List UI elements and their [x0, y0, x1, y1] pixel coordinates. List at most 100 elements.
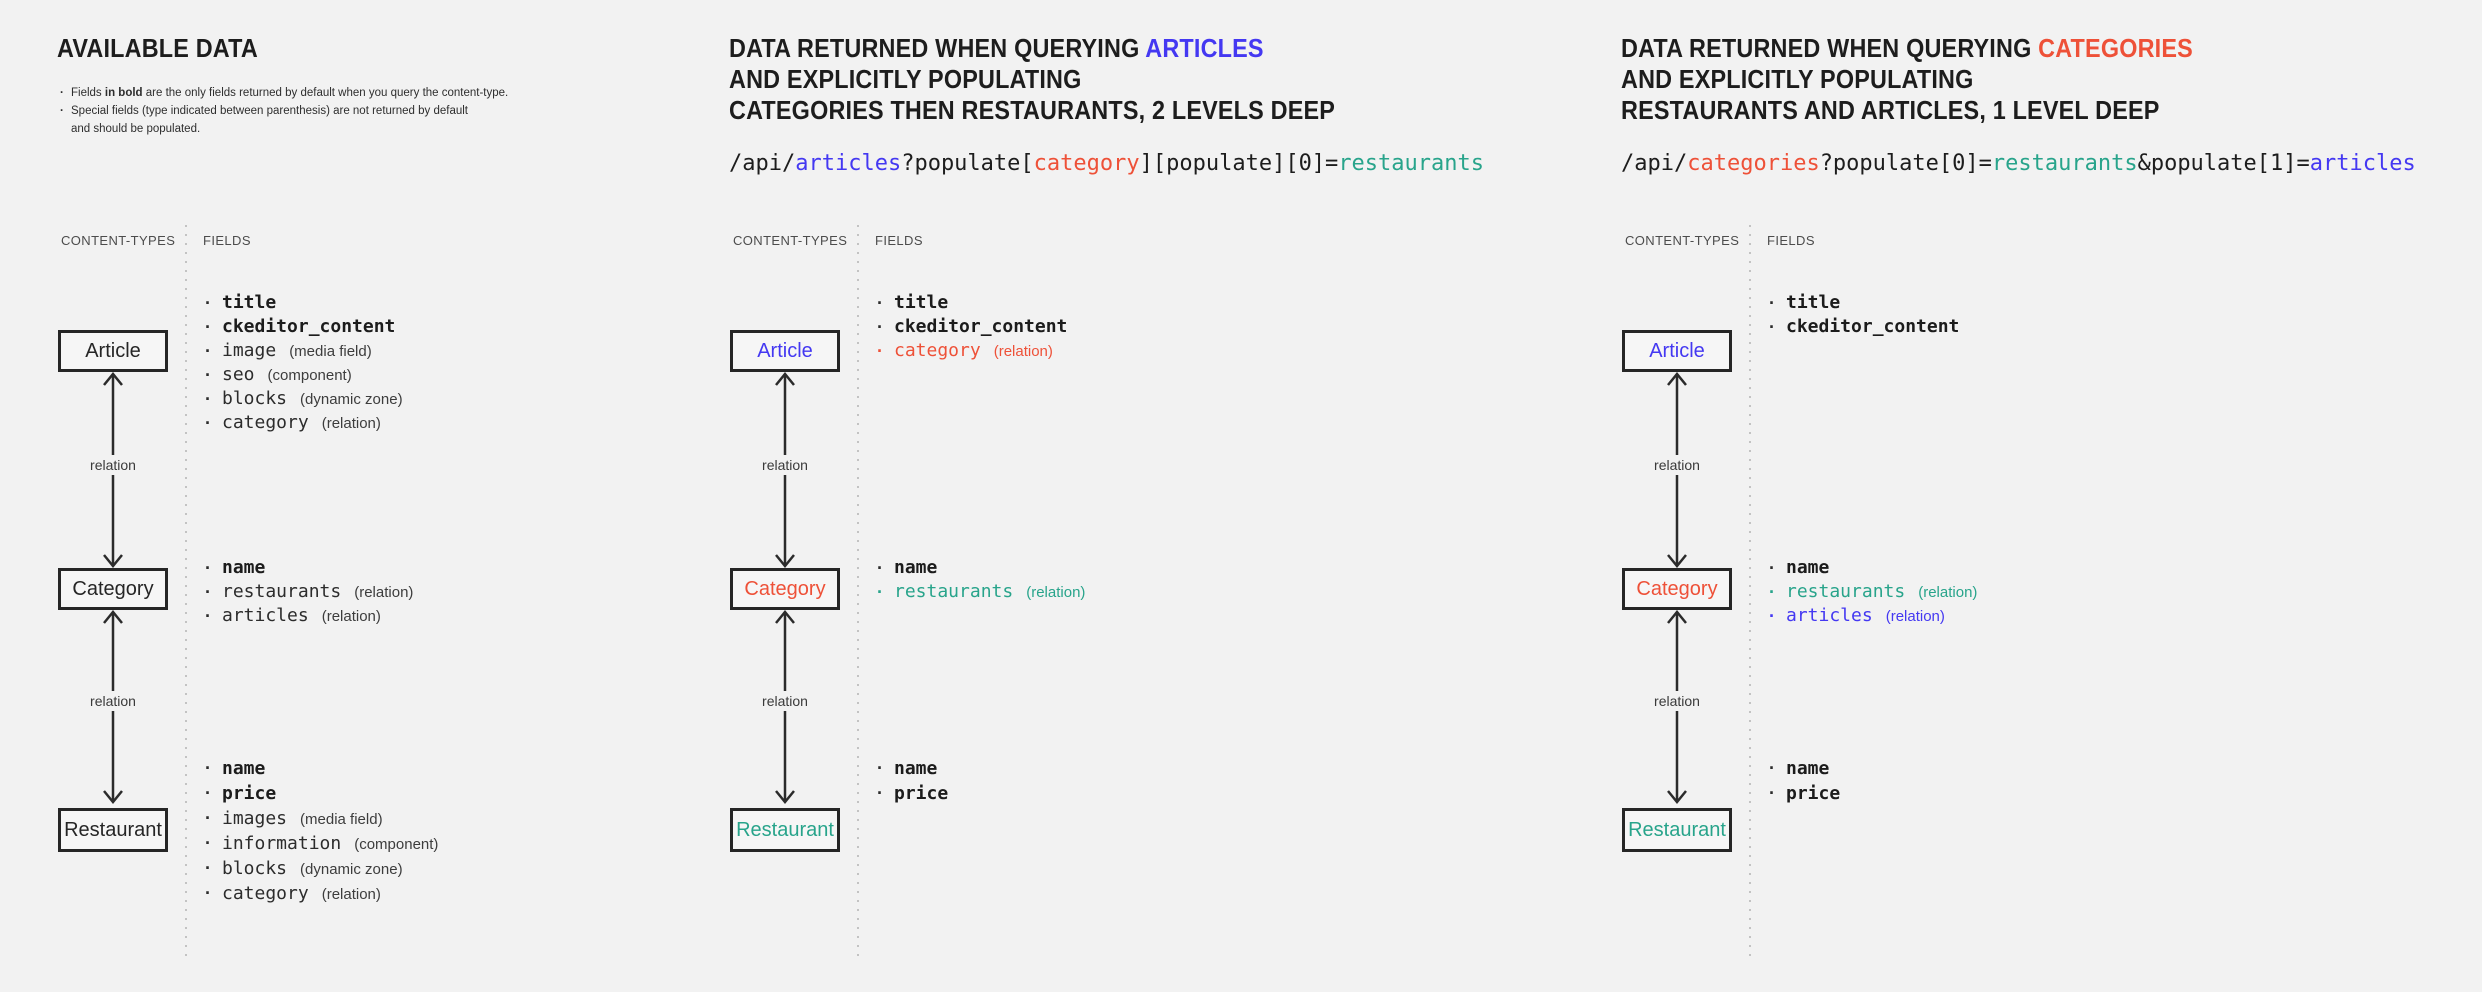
arrowhead-up-icon: [1667, 372, 1687, 386]
field-item: price: [875, 781, 1435, 806]
field-item: image(media field): [203, 339, 763, 363]
path-segment: /api/: [729, 151, 796, 176]
node-label: Category: [744, 577, 826, 600]
field-name: name: [894, 557, 938, 578]
field-type: (relation): [354, 584, 414, 601]
title-text: AND EXPLICITLY POPULATING: [729, 64, 1082, 94]
arrowhead-down-icon: [103, 790, 123, 804]
note-item: Special fields (type indicated between p…: [59, 102, 529, 138]
article-fields: title ckeditor_content: [1767, 291, 2327, 339]
relation-label: relation: [1632, 455, 1722, 475]
node-label: Article: [757, 339, 813, 362]
field-type: (relation): [321, 886, 381, 903]
node-label: Restaurant: [64, 818, 162, 841]
relation-label: relation: [740, 455, 830, 475]
panel-query-articles: DATA RETURNED WHEN QUERYING ARTICLES AND…: [727, 0, 1567, 992]
notes-list: Fields in bold are the only fields retur…: [59, 84, 529, 138]
title-text: CATEGORIES THEN RESTAURANTS, 2 LEVELS DE…: [729, 95, 1336, 125]
path-segment: ?populate[: [901, 151, 1034, 176]
arrowhead-down-icon: [775, 790, 795, 804]
field-type: (component): [267, 367, 352, 384]
field-item: name: [875, 556, 1435, 580]
restaurant-fields: name price images(media field) informati…: [203, 756, 763, 906]
path-segment: categories: [1687, 151, 1820, 176]
field-item: category(relation): [203, 881, 763, 906]
field-type: (media field): [300, 811, 383, 828]
panel-query-categories: DATA RETURNED WHEN QUERYING CATEGORIES A…: [1619, 0, 2459, 992]
content-types-column-label: CONTENT-TYPES: [1625, 233, 1740, 248]
field-name: blocks: [222, 388, 288, 409]
note-line: Special fields (type indicated between p…: [71, 105, 468, 117]
node-label: Category: [72, 577, 154, 600]
panel-title: AVAILABLE DATA: [57, 33, 280, 64]
category-fields: name restaurants(relation) articles(rela…: [1767, 556, 2327, 628]
field-name: price: [1786, 783, 1841, 804]
node-box-article: Article: [730, 330, 840, 372]
field-name: ckeditor_content: [894, 316, 1068, 337]
article-fields: title ckeditor_content image(media field…: [203, 291, 763, 435]
field-type: (relation): [1026, 584, 1086, 601]
field-item: title: [875, 291, 1435, 315]
field-name: image: [222, 340, 277, 361]
field-name: ckeditor_content: [222, 316, 396, 337]
node-box-restaurant: Restaurant: [58, 808, 168, 852]
path-segment: restaurants: [1338, 151, 1485, 176]
node-box-article: Article: [1622, 330, 1732, 372]
field-item: title: [203, 291, 763, 315]
field-type: (relation): [321, 415, 381, 432]
relation-label: relation: [68, 691, 158, 711]
note-text: Fields: [71, 87, 105, 99]
column-divider: [185, 225, 187, 958]
path-segment: /api/: [1621, 151, 1688, 176]
field-name: restaurants: [222, 581, 342, 602]
fields-column-label: FIELDS: [875, 233, 923, 248]
node-label: Article: [1649, 339, 1705, 362]
field-name: articles: [1786, 605, 1873, 626]
title-text: AVAILABLE DATA: [57, 33, 258, 63]
path-segment: restaurants: [1991, 151, 2138, 176]
field-item: blocks(dynamic zone): [203, 856, 763, 881]
category-fields: name restaurants (relation) articles(rela…: [203, 556, 763, 628]
field-item: images (media field): [203, 806, 763, 831]
field-item: ckeditor_content: [203, 315, 763, 339]
node-box-category: Category: [58, 568, 168, 610]
field-item: articles(relation): [203, 604, 763, 628]
field-item: restaurants (relation): [203, 580, 763, 604]
api-query-path: /api/articles?populate[category][populat…: [729, 149, 1484, 179]
field-item: name: [203, 756, 763, 781]
node-label: Restaurant: [736, 818, 834, 841]
field-name: name: [1786, 557, 1830, 578]
article-fields: title ckeditor_content category(relation…: [875, 291, 1435, 363]
title-text: DATA RETURNED WHEN QUERYING: [1621, 33, 2039, 63]
panel-available-data: AVAILABLE DATA Fields in bold are the on…: [55, 0, 895, 992]
field-name: restaurants: [894, 581, 1014, 602]
field-type: (relation): [1885, 608, 1945, 625]
field-item: seo(component): [203, 363, 763, 387]
relation-label: relation: [740, 691, 830, 711]
field-item: name: [203, 556, 763, 580]
field-name: price: [894, 783, 949, 804]
field-item: category(relation): [875, 339, 1435, 363]
field-name: information: [222, 833, 342, 854]
path-segment: category: [1033, 151, 1140, 176]
api-query-path: /api/categories?populate[0]=restaurants&…: [1621, 149, 2416, 179]
field-type: (relation): [321, 608, 381, 625]
field-type: (relation): [993, 343, 1053, 360]
arrowhead-up-icon: [103, 610, 123, 624]
node-box-restaurant: Restaurant: [1622, 808, 1732, 852]
content-types-column-label: CONTENT-TYPES: [61, 233, 176, 248]
arrowhead-down-icon: [1667, 790, 1687, 804]
field-name: title: [1786, 292, 1841, 313]
field-item: blocks(dynamic zone): [203, 387, 763, 411]
column-divider: [1749, 225, 1751, 958]
fields-column-label: FIELDS: [1767, 233, 1815, 248]
path-segment: ][populate][0]=: [1139, 151, 1339, 176]
field-name: name: [222, 557, 266, 578]
content-types-column-label: CONTENT-TYPES: [733, 233, 848, 248]
field-item: name: [1767, 756, 2327, 781]
node-box-category: Category: [730, 568, 840, 610]
field-name: blocks: [222, 858, 288, 879]
field-name: images: [222, 808, 288, 829]
field-item: title: [1767, 291, 2327, 315]
